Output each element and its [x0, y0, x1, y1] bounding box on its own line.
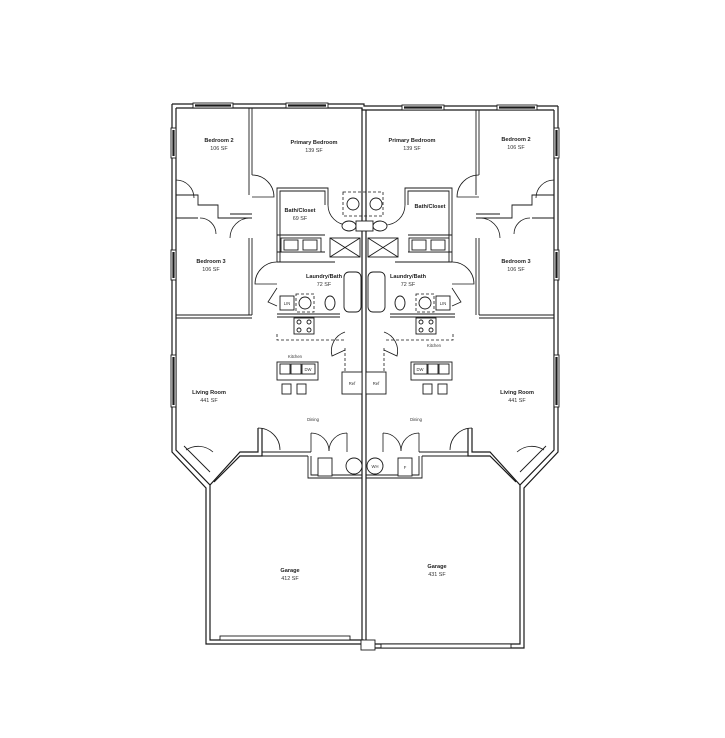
water-heater-label: WH	[372, 464, 379, 469]
furnace-label: F	[404, 465, 407, 470]
room-label-bedroom3-left: Bedroom 3	[196, 259, 225, 265]
lin-label-right: LIN	[440, 301, 447, 306]
kitchen-label-left: Kitchen	[288, 354, 303, 359]
room-area-laundry-bath-right: 72 SF	[401, 282, 416, 288]
dw-label-right: DW	[417, 367, 424, 372]
room-area-primary-bedroom-right: 139 SF	[403, 146, 421, 152]
right-unit-labels: Primary Bedroom 139 SF Bedroom 2 106 SF …	[372, 137, 534, 578]
lin-label-left: LIN	[284, 301, 291, 306]
room-area-primary-bedroom-left: 139 SF	[305, 148, 323, 154]
room-area-laundry-bath-left: 72 SF	[317, 282, 332, 288]
room-area-bedroom2-left: 106 SF	[210, 146, 228, 152]
room-label-laundry-bath-right: Laundry/Bath	[390, 274, 427, 280]
room-label-laundry-bath-left: Laundry/Bath	[306, 274, 343, 280]
fixtures	[276, 191, 454, 477]
room-area-bedroom2-right: 106 SF	[507, 145, 525, 151]
room-label-bath-closet-left: Bath/Closet	[284, 208, 315, 214]
room-area-bedroom3-right: 106 SF	[507, 267, 525, 273]
room-label-bedroom2-left: Bedroom 2	[204, 138, 233, 144]
room-area-bedroom3-left: 106 SF	[202, 267, 220, 273]
room-area-bath-closet-left: 69 SF	[293, 216, 308, 222]
room-label-bedroom2-right: Bedroom 2	[501, 137, 530, 143]
kitchen-label-right: Kitchen	[427, 343, 442, 348]
ref-label-left: Ref	[349, 381, 356, 386]
room-label-primary-bedroom-right: Primary Bedroom	[389, 138, 436, 144]
room-label-bath-closet-right: Bath/Closet	[414, 204, 445, 210]
left-unit-labels: Bedroom 2 106 SF Primary Bedroom 139 SF …	[192, 138, 356, 582]
room-area-garage-right: 431 SF	[428, 572, 446, 578]
room-label-garage-left: Garage	[280, 568, 299, 574]
dining-label-right: Dining	[410, 417, 423, 422]
garage-doors	[219, 635, 512, 651]
room-label-living-room-left: Living Room	[192, 390, 226, 396]
room-area-living-room-right: 441 SF	[508, 398, 526, 404]
exterior-walls	[171, 103, 559, 649]
door-swings	[175, 174, 555, 473]
dining-label-left: Dining	[307, 417, 320, 422]
room-area-garage-left: 412 SF	[281, 576, 299, 582]
room-label-living-room-right: Living Room	[500, 390, 534, 396]
room-area-living-room-left: 441 SF	[200, 398, 218, 404]
room-label-garage-right: Garage	[427, 564, 446, 570]
right-unit-walls	[366, 110, 554, 486]
room-label-bedroom3-right: Bedroom 3	[501, 259, 530, 265]
dw-label-left: DW	[305, 367, 312, 372]
left-unit-walls	[176, 108, 362, 486]
windows	[170, 102, 560, 408]
room-label-primary-bedroom-left: Primary Bedroom	[291, 140, 338, 146]
ref-label-right: Ref	[373, 381, 380, 386]
